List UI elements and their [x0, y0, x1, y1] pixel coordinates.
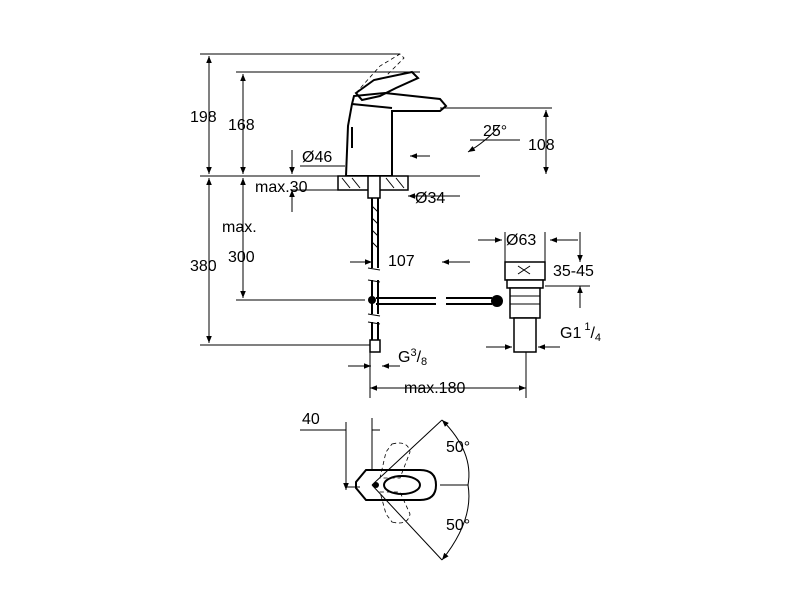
hole-diameter-label: Ø34	[415, 190, 445, 207]
waste-fitting	[478, 232, 590, 353]
spout-height-label: 108	[528, 137, 555, 154]
max-deck-thickness-label: max.30	[255, 179, 308, 196]
top-offset-label: 40	[302, 411, 320, 428]
hose-length-total-label: 380	[190, 258, 217, 275]
spout-angle-label: 25°	[483, 123, 507, 140]
height-spout-label: 168	[228, 117, 255, 134]
hose-thread-label: G3/8	[398, 347, 427, 368]
max-projection-label: max.180	[404, 380, 465, 397]
flange-diameter-label: Ø63	[506, 232, 536, 249]
pullrod-offset-label: 107	[388, 253, 415, 270]
base-diameter-label: Ø46	[302, 149, 332, 166]
max-label: max.	[222, 219, 257, 236]
height-total-label: 198	[190, 109, 217, 126]
hose-length-label: 300	[228, 249, 255, 266]
waste-range-label: 35-45	[553, 263, 594, 280]
rotation-upper-label: 50°	[446, 439, 470, 456]
dimension-labels: 198 168 25° 108 Ø46 max.30 Ø34 max. 380 …	[190, 109, 601, 534]
faucet-top-view	[300, 418, 470, 561]
faucet-body	[337, 53, 503, 353]
rotation-lower-label: 50°	[446, 517, 470, 534]
